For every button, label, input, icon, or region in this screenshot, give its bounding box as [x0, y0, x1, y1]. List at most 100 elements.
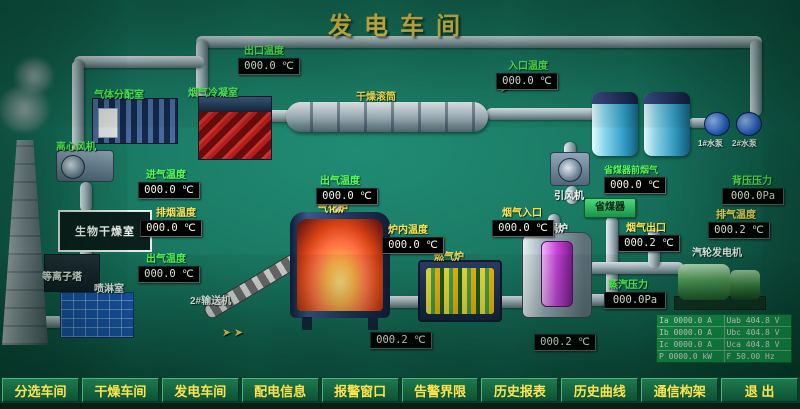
taskbar-edge — [0, 403, 800, 409]
water-pump-2 — [736, 112, 762, 136]
smoke-cloud — [0, 86, 50, 132]
pipe-segment — [266, 110, 292, 122]
pipe-segment — [486, 108, 598, 120]
gauge-intake-temp: 进气温度 000.0 ℃ — [138, 166, 200, 199]
table-cell: Ib 0000.0 A — [657, 327, 725, 338]
bio-drying-room: 生物干燥室 — [58, 210, 152, 252]
generator-body — [730, 270, 760, 300]
gauge-outlet-temp: 出口温度 000.0 ℃ — [238, 42, 300, 75]
storage-tank-1 — [592, 92, 638, 156]
gauge-gasifier-outgas-temp: 出气温度 000.0 ℃ — [316, 172, 378, 205]
gasifier-label: 气化炉 — [318, 204, 348, 215]
pump1-label: 1#水泵 — [698, 139, 723, 148]
gauge-outgas-temp: 出气温度 000.0 ℃ — [138, 250, 200, 283]
centrifugal-fan-label: 离心风机 — [56, 142, 96, 153]
smoke-cloud — [14, 58, 54, 94]
table-row: Ib 0000.0 A Ubc 404.8 V — [657, 327, 791, 339]
gas-furnace — [418, 260, 502, 322]
bio-drying-room-label: 生物干燥室 — [75, 226, 135, 238]
fan-wheel-icon — [558, 158, 582, 182]
gauge-fluegas-outlet: 烟气出口 000.2 ℃ — [618, 219, 680, 252]
menu-button[interactable]: 历史曲线 — [561, 378, 639, 402]
pipe-segment — [384, 296, 424, 308]
drying-drum — [286, 102, 488, 132]
water-pump-1 — [704, 112, 730, 136]
economizer: 省煤器 — [584, 198, 636, 218]
flow-arrow-icon: ➤ — [234, 327, 244, 339]
furnace-flame-icon — [426, 268, 494, 314]
boiler-core — [541, 241, 573, 307]
gasifier-shell — [290, 212, 390, 318]
menu-button[interactable]: 干燥车间 — [81, 378, 159, 402]
table-row: Ia 0000.0 A Uab 404.8 V — [657, 315, 791, 327]
pipe-segment — [688, 118, 710, 128]
condenser-header — [199, 97, 271, 112]
pipe-segment — [566, 186, 578, 204]
table-cell: Uab 404.8 V — [726, 316, 780, 325]
table-cell: Uca 404.8 V — [726, 340, 780, 349]
menu-button[interactable]: 发电车间 — [161, 378, 239, 402]
menu-button[interactable]: 报警窗口 — [321, 378, 399, 402]
menu-button[interactable]: 历史报表 — [481, 378, 559, 402]
economizer-label: 省煤器 — [595, 202, 625, 213]
flow-arrow-icon: ➤ — [222, 327, 232, 339]
pipe-segment — [74, 56, 204, 68]
plasma-unit — [44, 254, 100, 292]
induced-draft-fan — [550, 152, 590, 186]
gas-furnace-label: 燃气炉 — [434, 252, 464, 263]
menu-button[interactable]: 告警界限 — [401, 378, 479, 402]
tank-cap — [592, 92, 638, 104]
table-row: P 0000.0 kW F 50.00 Hz — [657, 351, 791, 362]
conveyor-2 — [201, 252, 301, 321]
table-cell: Ia 0000.0 A — [657, 315, 725, 326]
pipe-segment — [196, 36, 762, 48]
flue-condenser — [198, 96, 272, 160]
control-panel — [98, 108, 118, 138]
spray-room-label: 喷淋室 — [94, 284, 124, 295]
bottom-menu-bar: 分选车间干燥车间发电车间配电信息报警窗口告警界限历史报表历史曲线通信构架退 出 — [0, 377, 800, 403]
menu-button[interactable]: 通信构架 — [641, 378, 719, 402]
gas-distribution-label: 气体分配室 — [94, 90, 144, 101]
pump2-label: 2#水泵 — [732, 139, 757, 148]
pipe-segment — [80, 182, 92, 212]
table-cell: Ic 0000.0 A — [657, 339, 725, 350]
gauge-fluegas-inlet: 烟气入口 000.0 ℃ — [492, 204, 554, 237]
process-mimic: 发电车间 气体分配室 烟气冷凝室 — [0, 0, 800, 377]
vessel-leg — [368, 317, 378, 330]
turbine-generator — [674, 254, 766, 310]
spray-room — [60, 292, 134, 338]
menu-button[interactable]: 退 出 — [721, 378, 799, 402]
centrifugal-fan — [56, 150, 114, 182]
flue-condenser-label: 烟气冷凝室 — [188, 88, 238, 99]
tank-cap — [644, 92, 690, 104]
table-cell: F 50.00 Hz — [726, 352, 775, 361]
pipe-segment — [588, 262, 684, 274]
gauge-inlet-temp: 入口温度 000.0 ℃ — [496, 57, 558, 90]
gauge-furnace-inner-temp: 炉内温度 000.0 ℃ — [382, 221, 444, 254]
page-title: 发电车间 — [328, 13, 472, 40]
conveyor-label: 2#输送机 — [190, 296, 232, 307]
fan-wheel-icon — [61, 155, 85, 179]
menu-button[interactable]: 分选车间 — [2, 378, 79, 402]
gauge-exhaust-steam-temp: 排气温度 000.2 ℃ — [708, 206, 770, 239]
plasma-unit-label: 等离子塔 — [42, 272, 82, 283]
pipe-segment — [72, 60, 84, 156]
pipe-segment — [196, 40, 208, 100]
gauge-steam-pressure: 蒸汽压力 000.0Pa — [604, 276, 666, 309]
turbine-body — [678, 264, 730, 300]
pipe-segment — [496, 296, 530, 308]
pipe-segment — [606, 216, 618, 300]
gauge-gasifier-bottom-temp: 000.2 ℃ — [370, 332, 432, 349]
gasifier-vessel — [290, 212, 390, 330]
condenser-body — [199, 112, 271, 159]
generator-data-table: Ia 0000.0 A Uab 404.8 V Ib 0000.0 A Ubc … — [656, 314, 792, 363]
table-row: Ic 0000.0 A Uca 404.8 V — [657, 339, 791, 351]
vessel-leg — [302, 317, 312, 330]
gauge-back-pressure: 背压压力 000.0Pa — [722, 172, 784, 205]
menu-button[interactable]: 配电信息 — [241, 378, 319, 402]
gauge-exhaust-temp: 排烟温度 000.0 ℃ — [140, 204, 202, 237]
induced-fan-label: 引风机 — [554, 191, 584, 202]
drying-drum-label: 干燥滚筒 — [356, 92, 396, 103]
storage-tank-2 — [644, 92, 690, 156]
